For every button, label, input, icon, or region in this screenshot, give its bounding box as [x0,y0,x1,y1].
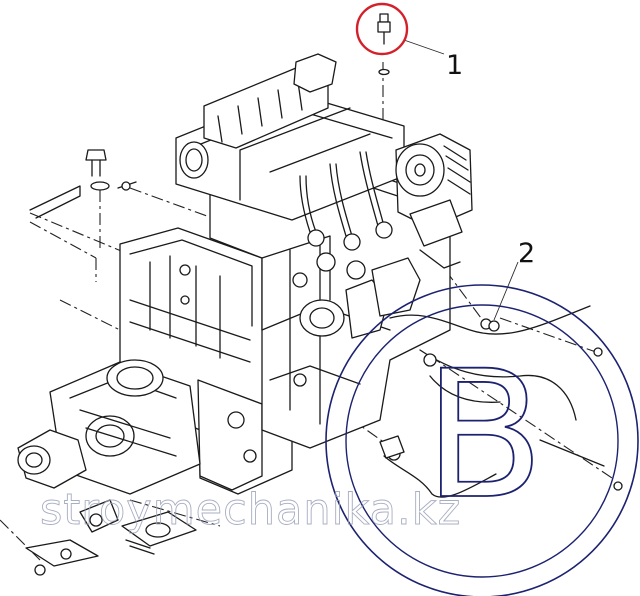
fuel-injector-lines [299,151,393,280]
callout-leaders [403,39,519,321]
alternator [395,133,473,269]
watermark-site-text: stroymechanika.kz [40,485,461,535]
wiring-harness [379,305,623,498]
transmission-housing [119,227,293,495]
callout-number-2: 2 [518,238,535,269]
gearbox-front [17,359,201,495]
highlight-circle [355,2,409,56]
callout-number-1: 1 [446,50,463,81]
watermark-letter: B [424,333,545,538]
bolt-and-washer [29,149,137,219]
lower-left-small-parts [25,499,197,576]
watermark-logo: B [325,284,639,596]
sensor-part-1 [377,13,391,76]
cylinder-head [175,53,405,221]
